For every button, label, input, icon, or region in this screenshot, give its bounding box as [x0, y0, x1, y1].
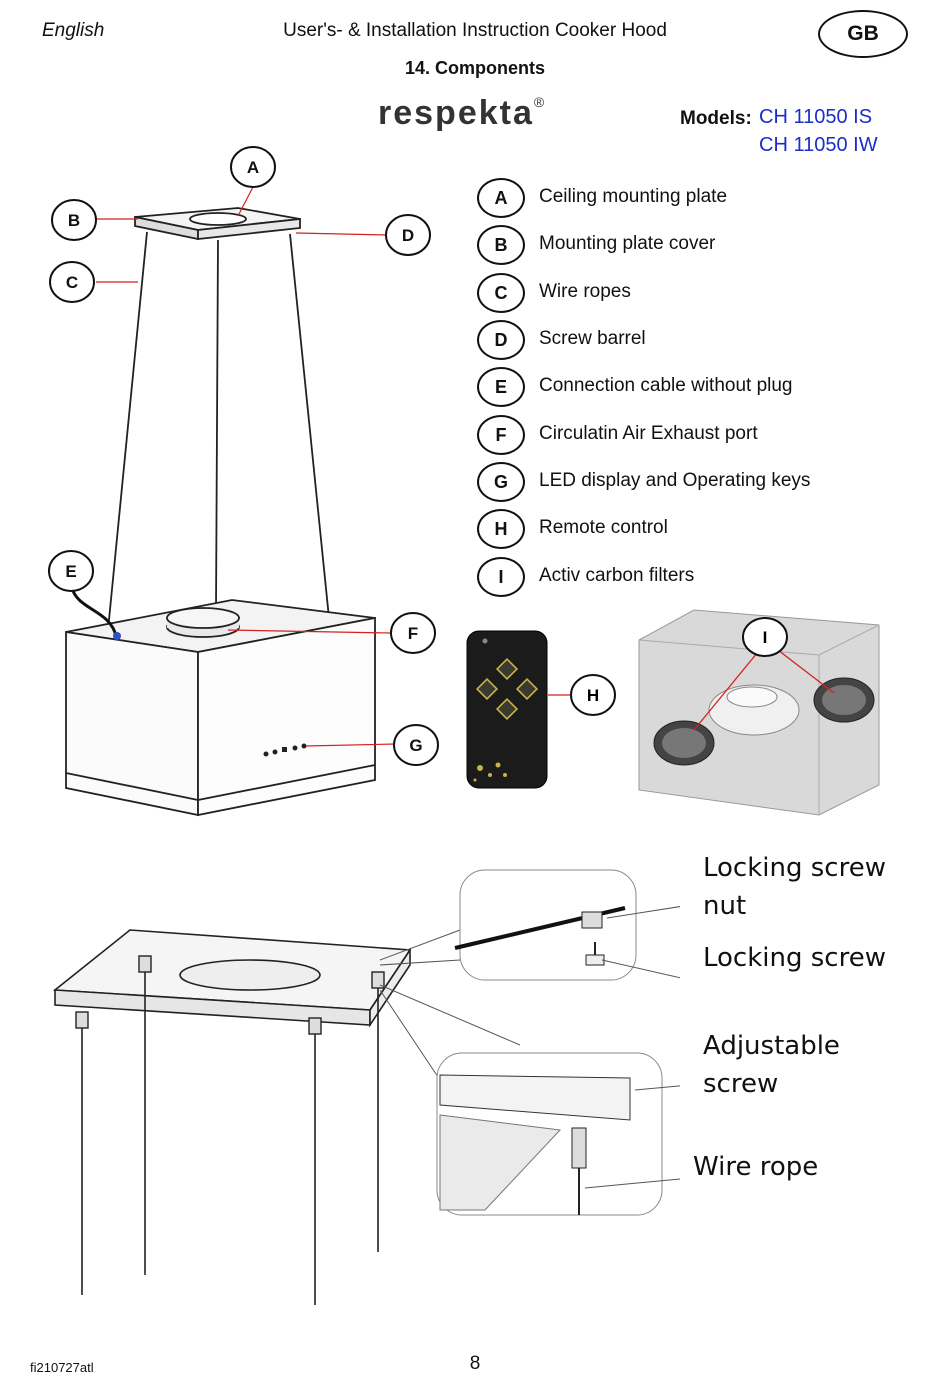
- wire-ropes-detail: [81, 970, 379, 1305]
- callout-f-label: F: [408, 624, 418, 643]
- legend-label: Remote control: [539, 517, 668, 538]
- hood-body: [65, 599, 376, 817]
- locking-screw-label: Locking screw: [703, 943, 886, 973]
- adjustable-screw-label: Adjustable: [703, 1031, 840, 1061]
- callout-e-label: E: [65, 562, 76, 581]
- callout-i: [742, 617, 788, 657]
- adjustable-screw-detail: [436, 1052, 663, 1216]
- callout-b-label: B: [68, 211, 80, 230]
- callout-f: [390, 612, 436, 654]
- legend-letter: H: [477, 509, 525, 549]
- leader-lines: [96, 184, 396, 747]
- legend-label: Connection cable without plug: [539, 375, 793, 396]
- legend-label: Circulatin Air Exhaust port: [539, 423, 758, 444]
- callout-i-label: I: [763, 628, 768, 647]
- hood-diagram: A B C D E F G: [48, 146, 439, 817]
- legend-letter: G: [477, 462, 525, 502]
- wire-rope-label: Wire rope: [693, 1152, 819, 1182]
- mounting-plate: [52, 929, 412, 1028]
- installation-detail-diagram: [52, 869, 680, 1305]
- page-number: 8: [469, 1353, 481, 1374]
- locking-screw-detail: [454, 869, 637, 981]
- brand-logo: respekta®: [378, 94, 547, 132]
- led-keys: [263, 743, 307, 757]
- legend-letter: B: [477, 225, 525, 265]
- document-title: User's- & Installation Instruction Cooke…: [283, 20, 667, 41]
- callout-g-label: G: [409, 736, 422, 755]
- locking-screw-nut-label: Locking screw: [703, 853, 886, 883]
- remote-control-figure: H: [466, 630, 616, 789]
- legend-letter: C: [477, 273, 525, 313]
- legend-label: LED display and Operating keys: [539, 470, 811, 491]
- legend-label: Ceiling mounting plate: [539, 186, 728, 207]
- country-badge: GB: [818, 10, 908, 58]
- callout-d-label: D: [402, 226, 414, 245]
- section-title: 14. Components: [404, 58, 546, 78]
- callout-a-label: A: [247, 158, 259, 177]
- adjustable-screws: [75, 955, 385, 1035]
- callout-c: [49, 261, 95, 303]
- model-number: CH 11050 IW: [759, 134, 878, 156]
- detail-leader-lines: [584, 906, 680, 1189]
- callout-g: [393, 724, 439, 766]
- legend-letter: A: [477, 178, 525, 218]
- remote-decoration: [473, 762, 507, 782]
- callout-h: [570, 674, 616, 716]
- callout-d: [385, 214, 431, 256]
- wire-ropes: [107, 231, 331, 631]
- ceiling-plate: [134, 207, 301, 241]
- document-language: English: [42, 20, 105, 41]
- callout-b: [51, 199, 97, 241]
- legend-label: Mounting plate cover: [539, 233, 716, 254]
- legend-letter: F: [477, 415, 525, 455]
- callout-h-label: H: [587, 686, 599, 705]
- model-number: CH 11050 IS: [759, 106, 873, 128]
- remote-keys: [475, 657, 539, 721]
- legend-letter: I: [477, 557, 525, 597]
- document-code: fi210727atl: [30, 1360, 94, 1375]
- legend-label: Activ carbon filters: [539, 565, 695, 586]
- legend-label: Wire ropes: [539, 281, 631, 302]
- callout-c-label: C: [66, 273, 78, 292]
- locking-screw-nut-label-2: nut: [703, 891, 747, 921]
- adjustable-screw-label-2: screw: [703, 1069, 779, 1099]
- legend-letter: D: [477, 320, 525, 360]
- callout-a: [230, 146, 276, 188]
- legend-letter: E: [477, 367, 525, 407]
- callout-e: [48, 550, 94, 592]
- carbon-filter-left: [653, 720, 715, 766]
- connection-cable: [70, 587, 118, 637]
- carbon-filter-figure: I: [638, 609, 880, 816]
- legend-label: Screw barrel: [539, 328, 646, 349]
- cable-entry: [113, 632, 121, 640]
- models-label: Models:: [680, 108, 752, 129]
